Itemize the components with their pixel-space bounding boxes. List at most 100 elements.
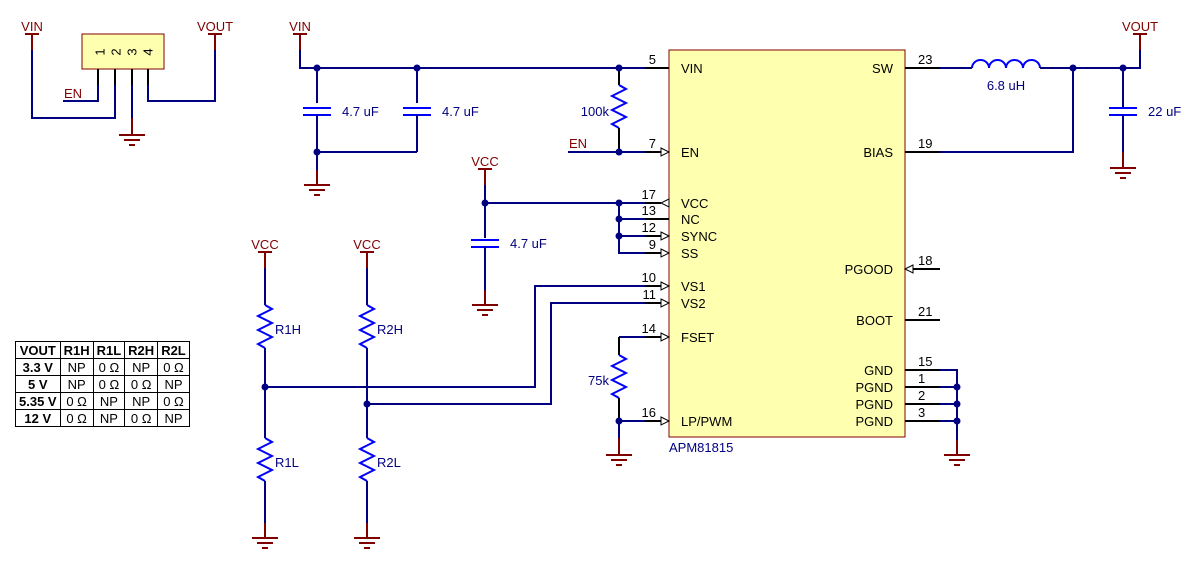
table-cell: 3.3 V bbox=[15, 358, 61, 376]
pin-num-1: 1 bbox=[918, 371, 925, 386]
r1h-label: R1H bbox=[275, 322, 301, 337]
pin-num-2: 2 bbox=[918, 388, 925, 403]
pin-name-pgnd-2: PGND bbox=[855, 397, 893, 412]
table-header: R2H bbox=[124, 341, 159, 359]
pin-num-23: 23 bbox=[918, 52, 932, 67]
table-cell: 0 Ω bbox=[92, 358, 126, 376]
pin-num-5: 5 bbox=[649, 52, 656, 67]
pin-name-vs2: VS2 bbox=[681, 296, 706, 311]
connector-pin-3: 3 bbox=[124, 48, 139, 55]
pin-num-15: 15 bbox=[918, 354, 932, 369]
connector-pin-2: 2 bbox=[108, 48, 123, 55]
inductor-value: 6.8 uH bbox=[987, 78, 1025, 93]
pin-name-ss: SS bbox=[681, 246, 699, 261]
pin-name-boot: BOOT bbox=[856, 313, 893, 328]
pin-num-17: 17 bbox=[642, 187, 656, 202]
connector-vout-label: VOUT bbox=[197, 19, 233, 34]
inductor-icon bbox=[971, 59, 1041, 69]
r2h-label: R2H bbox=[377, 322, 403, 337]
output-section: 6.8 uH 22 uF VOUT bbox=[940, 19, 1181, 179]
table-cell: NP bbox=[124, 358, 159, 376]
vcc-section: VCC 4.7 uF bbox=[471, 154, 645, 316]
connector: 1 2 3 4 VIN EN VOUT bbox=[21, 19, 233, 146]
pin-name-nc: NC bbox=[681, 212, 700, 227]
ground-icon bbox=[251, 537, 279, 549]
pin-name-gnd: GND bbox=[864, 363, 893, 378]
vcc-r1-label: VCC bbox=[251, 237, 278, 252]
vcc-r2-label: VCC bbox=[353, 237, 380, 252]
table-cell: NP bbox=[157, 375, 190, 393]
pin-name-bias: BIAS bbox=[863, 145, 893, 160]
pin-name-en: EN bbox=[681, 145, 699, 160]
table-cell: NP bbox=[59, 358, 94, 376]
ground-icon bbox=[605, 454, 633, 466]
vcc-cap-value: 4.7 uF bbox=[510, 236, 547, 251]
ground-icon bbox=[1109, 167, 1137, 179]
table-header: R1L bbox=[92, 341, 126, 359]
vout-label: VOUT bbox=[1122, 19, 1158, 34]
table-row: 5.35 V 0 Ω NP NP 0 Ω bbox=[15, 392, 190, 410]
pullup-resistor-value: 100k bbox=[581, 104, 610, 119]
pin-num-7: 7 bbox=[649, 136, 656, 151]
input-cap-2-value: 4.7 uF bbox=[442, 104, 479, 119]
connector-vin-label: VIN bbox=[21, 19, 43, 34]
pin-name-vin: VIN bbox=[681, 61, 703, 76]
connector-pin-1: 1 bbox=[92, 48, 107, 55]
pin-num-9: 9 bbox=[649, 237, 656, 252]
ground-icon bbox=[943, 454, 971, 466]
table-header: R1H bbox=[59, 341, 94, 359]
table-header: VOUT bbox=[15, 341, 61, 359]
table-cell: 0 Ω bbox=[124, 375, 159, 393]
pin-name-pgood: PGOOD bbox=[845, 262, 893, 277]
connector-body bbox=[81, 33, 165, 70]
pin-name-fset: FSET bbox=[681, 330, 714, 345]
table-header: R2L bbox=[157, 341, 190, 359]
table-cell: 0 Ω bbox=[59, 392, 94, 410]
fset-resistor-value: 75k bbox=[588, 373, 609, 388]
r2l-label: R2L bbox=[377, 455, 401, 470]
vcc-label: VCC bbox=[471, 154, 498, 169]
pin-num-19: 19 bbox=[918, 136, 932, 151]
connector-pin-4: 4 bbox=[140, 48, 155, 55]
pin-num-10: 10 bbox=[642, 270, 656, 285]
ic-apm81815: APM81815 5 7 17 13 12 bbox=[642, 49, 971, 466]
pin-num-18: 18 bbox=[918, 253, 932, 268]
fset-section: 75k bbox=[588, 336, 645, 466]
table-cell: NP bbox=[157, 409, 190, 427]
ground-icon bbox=[303, 184, 331, 196]
table-cell: 0 Ω bbox=[157, 392, 190, 410]
pin-name-vcc: VCC bbox=[681, 196, 708, 211]
table-cell: 5.35 V bbox=[15, 392, 61, 410]
en-label: EN bbox=[569, 136, 587, 151]
pin-num-14: 14 bbox=[642, 321, 656, 336]
pin-num-13: 13 bbox=[642, 203, 656, 218]
pin-num-21: 21 bbox=[918, 304, 932, 319]
pin-name-vs1: VS1 bbox=[681, 279, 706, 294]
table-cell: 0 Ω bbox=[59, 409, 94, 427]
table-cell: NP bbox=[92, 409, 126, 427]
pin-num-11: 11 bbox=[643, 287, 657, 302]
ic-body bbox=[668, 49, 906, 438]
table-cell: 0 Ω bbox=[92, 375, 126, 393]
table-row: 5 V NP 0 Ω 0 Ω NP bbox=[15, 375, 190, 393]
ground-icon bbox=[353, 537, 381, 549]
table-cell: NP bbox=[59, 375, 94, 393]
input-cap-1-value: 4.7 uF bbox=[342, 104, 379, 119]
pin-name-pgnd-1: PGND bbox=[855, 380, 893, 395]
pin-num-16: 16 bbox=[642, 405, 656, 420]
pin-num-12: 12 bbox=[642, 220, 656, 235]
pin-name-sw: SW bbox=[872, 61, 894, 76]
table-header-row: VOUT R1H R1L R2H R2L bbox=[15, 341, 190, 359]
pin-name-sync: SYNC bbox=[681, 229, 717, 244]
table-cell: NP bbox=[92, 392, 126, 410]
vout-config-table: VOUT R1H R1L R2H R2L 3.3 V NP 0 Ω NP 0 Ω… bbox=[15, 341, 190, 427]
pin-name-lp-pwm: LP/PWM bbox=[681, 414, 732, 429]
table-cell: NP bbox=[124, 392, 159, 410]
table-cell: 5 V bbox=[15, 375, 61, 393]
input-section: VIN 4.7 uF 4.7 uF 100k EN bbox=[289, 19, 669, 196]
connector-en-label: EN bbox=[64, 86, 82, 101]
table-cell: 12 V bbox=[15, 409, 61, 427]
vin-label: VIN bbox=[289, 19, 311, 34]
ic-part-number: APM81815 bbox=[669, 440, 733, 455]
